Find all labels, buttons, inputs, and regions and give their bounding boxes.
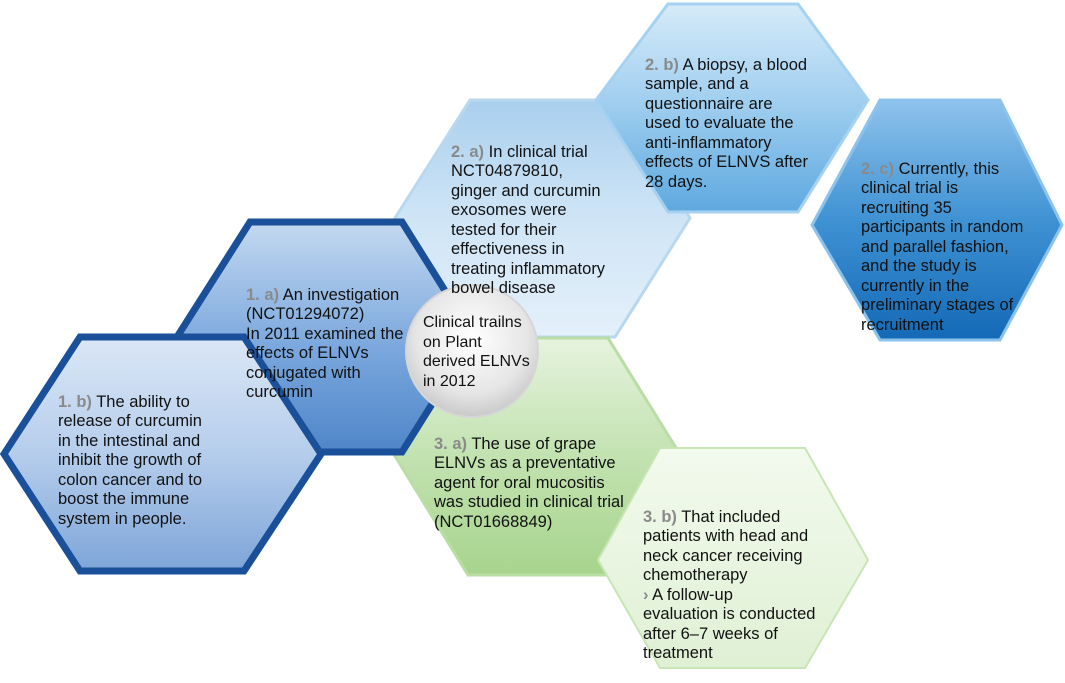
center-circle bbox=[405, 284, 539, 418]
chevron-right-icon: › bbox=[643, 585, 649, 604]
hexagon-2c bbox=[810, 98, 1064, 342]
hexagon-1a-label: 1. a) bbox=[246, 285, 280, 304]
hexagon-3b-body: That included patients with head and nec… bbox=[643, 507, 809, 585]
hexagon-2b-label: 2. b) bbox=[645, 55, 679, 74]
hexagon-1b-body: The ability to release of curcumin in th… bbox=[58, 392, 203, 528]
hexagon-2a-body: In clinical trial NCT04879810, ginger an… bbox=[451, 142, 606, 298]
hexagon-3a-body: The use of grape ELNVs as a preventative… bbox=[434, 434, 624, 531]
hexagon-2a-text: 2. a) In clinical trial NCT04879810, gin… bbox=[451, 123, 605, 299]
hexagon-2a-label: 2. a) bbox=[451, 142, 485, 161]
hexagon-2b-body: A biopsy, a blood sample, and a question… bbox=[645, 55, 808, 191]
hexagon-2b bbox=[594, 2, 870, 214]
hexagon-1a-text: 1. a) An investigation (NCT01294072) In … bbox=[246, 266, 403, 403]
hexagon-3b bbox=[596, 447, 870, 669]
hexagon-2c-label: 2. c) bbox=[861, 159, 895, 178]
center-label: Clinical trailns on Plant derived ELNVs … bbox=[423, 314, 530, 390]
hexagon-1b-text: 1. b) The ability to release of curcumin… bbox=[58, 373, 202, 529]
hexagon-3b-bullet-body: A follow-up evaluation is conducted afte… bbox=[643, 585, 816, 663]
hexagon-3b-bullet: › A follow-up evaluation is conducted af… bbox=[643, 586, 815, 664]
hexagon-1b bbox=[0, 333, 326, 575]
hexagon-2c-body: Currently, this clinical trial is recrui… bbox=[861, 159, 1024, 334]
hexagon-1b-label: 1. b) bbox=[58, 392, 92, 411]
hexagon-1a-body: An investigation (NCT01294072) In 2011 e… bbox=[246, 285, 404, 402]
hexagon-3a-label: 3. a) bbox=[434, 434, 468, 453]
hexagon-3b-label: 3. b) bbox=[643, 507, 677, 526]
hexagon-2c-text: 2. c) Currently, this clinical trial is … bbox=[861, 140, 1023, 335]
hexagon-3b-text: 3. b) That included patients with head a… bbox=[643, 488, 815, 683]
hexagon-3a-text: 3. a) The use of grape ELNVs as a preven… bbox=[434, 415, 624, 532]
hexagon-2b-text: 2. b) A biopsy, a blood sample, and a qu… bbox=[645, 36, 808, 192]
